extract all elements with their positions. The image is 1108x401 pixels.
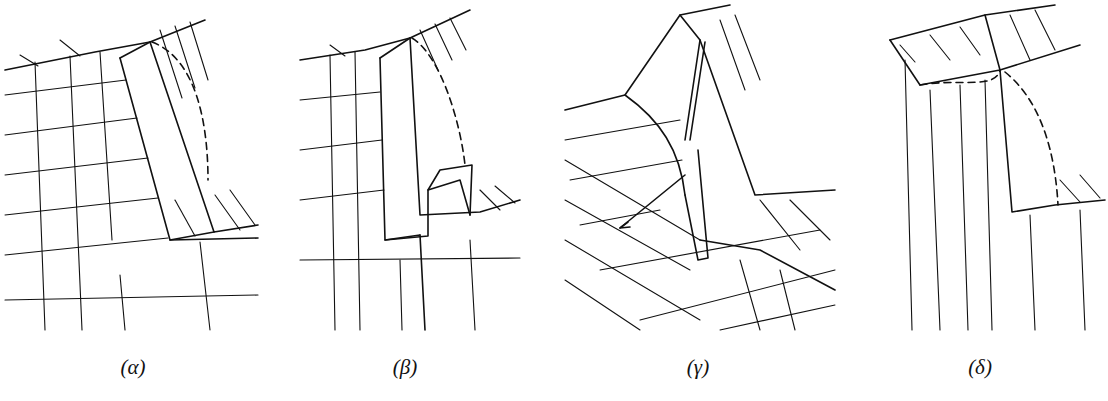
figure-label: (β): [391, 355, 419, 380]
sketch-beta: [300, 10, 520, 330]
sketch-delta: [890, 5, 1105, 330]
figure-label: (α): [118, 355, 147, 380]
figure-label: (δ): [966, 355, 994, 380]
figure-label: (γ): [685, 355, 711, 380]
sketch-gamma: [565, 5, 835, 330]
sketch-alpha: [5, 20, 258, 330]
